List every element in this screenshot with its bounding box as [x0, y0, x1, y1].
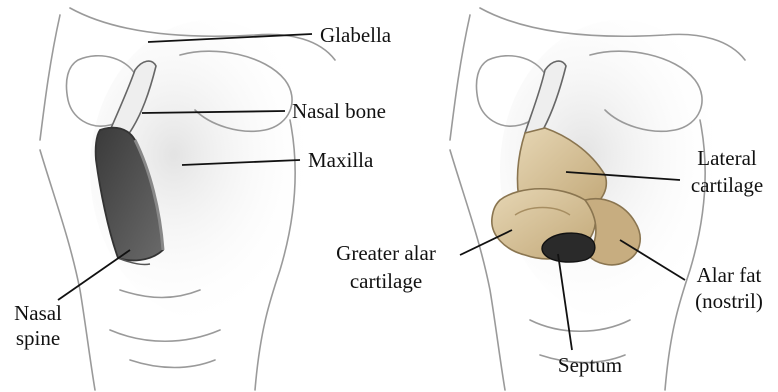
label-lateral-cartilage-line1: Lateral	[682, 147, 772, 170]
label-nasal-bone: Nasal bone	[292, 100, 386, 123]
label-glabella: Glabella	[320, 24, 391, 47]
label-maxilla: Maxilla	[308, 149, 373, 172]
label-septum: Septum	[545, 354, 635, 377]
label-alar-fat-line1: Alar fat	[684, 264, 774, 287]
label-greater-alar-line2: cartilage	[318, 270, 454, 293]
left-skull-sketch	[40, 8, 335, 390]
nostril-shape	[542, 233, 595, 262]
label-lateral-cartilage-line2: cartilage	[682, 174, 772, 197]
label-nasal-spine-line1: Nasal	[8, 302, 68, 325]
label-alar-fat-line2: (nostril)	[684, 290, 774, 313]
label-greater-alar-line1: Greater alar	[318, 242, 454, 265]
label-nasal-spine-line2: spine	[8, 327, 68, 350]
leader-nasal-spine	[58, 250, 130, 300]
